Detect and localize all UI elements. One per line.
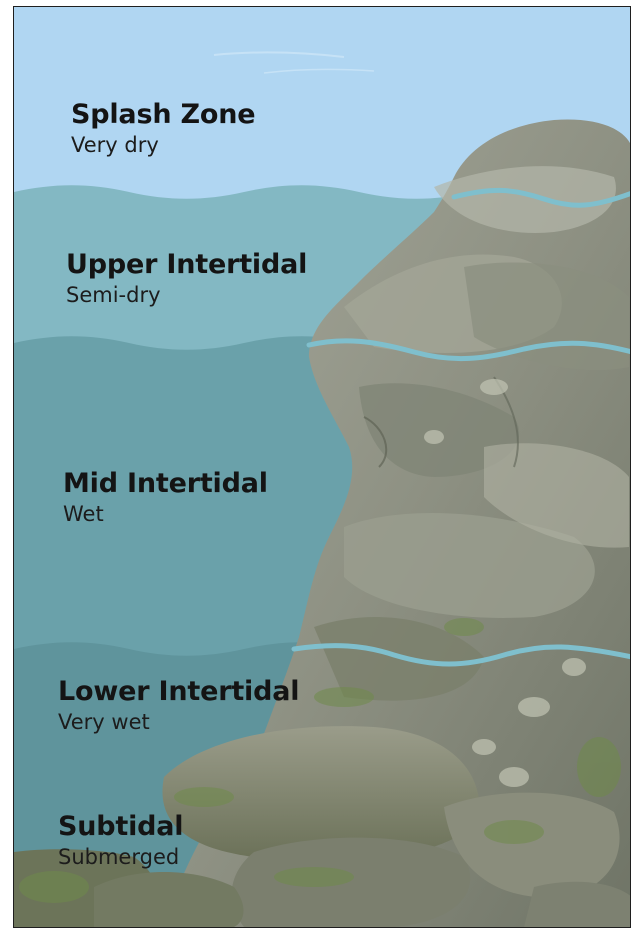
zone-name: Splash Zone	[71, 100, 255, 130]
zone-description: Very wet	[58, 709, 299, 735]
zone-description: Very dry	[71, 132, 255, 158]
zone-subtidal: Subtidal Submerged	[58, 812, 183, 870]
zone-description: Submerged	[58, 844, 183, 870]
zone-name: Subtidal	[58, 812, 183, 842]
zone-upper-intertidal: Upper Intertidal Semi-dry	[66, 250, 307, 308]
cloud-wisp	[214, 52, 344, 57]
zone-lower-intertidal: Lower Intertidal Very wet	[58, 677, 299, 735]
zone-description: Wet	[63, 501, 268, 527]
zone-splash: Splash Zone Very dry	[71, 100, 255, 158]
zone-description: Semi-dry	[66, 282, 307, 308]
zone-mid-intertidal: Mid Intertidal Wet	[63, 469, 268, 527]
zone-name: Mid Intertidal	[63, 469, 268, 499]
diagram-frame: Splash Zone Very dry Upper Intertidal Se…	[13, 6, 631, 928]
cloud-wisp	[264, 69, 374, 73]
zone-name: Lower Intertidal	[58, 677, 299, 707]
zone-name: Upper Intertidal	[66, 250, 307, 280]
